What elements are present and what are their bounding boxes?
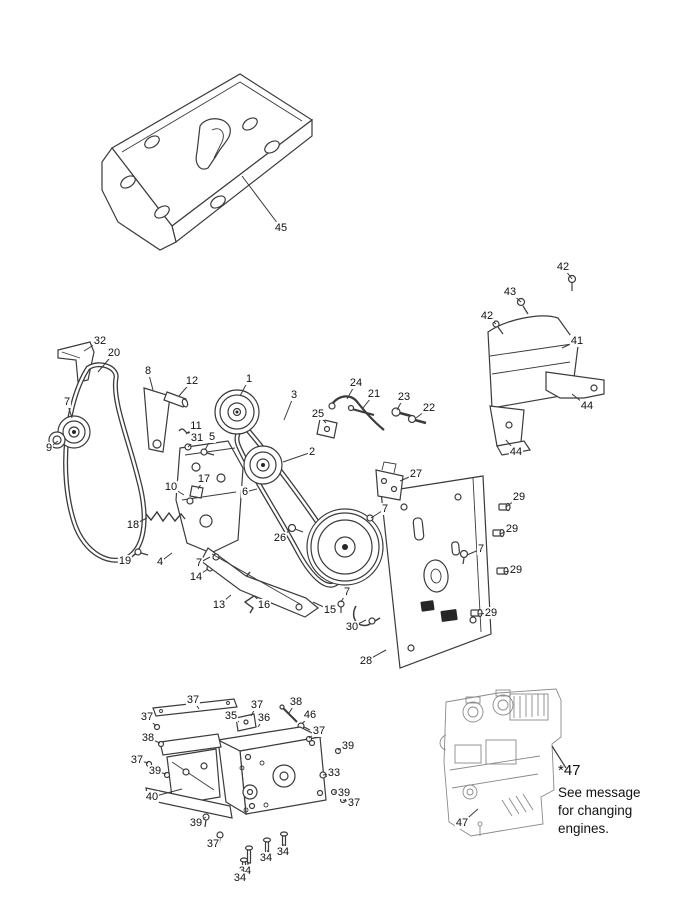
- belt-cover-drawing: [487, 274, 605, 456]
- engine-note-ref: *47: [558, 762, 581, 779]
- engine-note-line: engines.: [558, 821, 610, 837]
- top-plate-drawing: [101, 73, 314, 251]
- engine-drawing: [439, 688, 567, 837]
- frame-assembly-drawing: [145, 698, 347, 876]
- engine-note-line: See message: [558, 785, 641, 800]
- bolts-34-drawing: [239, 831, 289, 876]
- engine-note-line: for changing: [558, 803, 633, 819]
- belt-drive-drawing: [48, 341, 427, 627]
- engine-note: *47 See message for changing engines.: [558, 762, 686, 838]
- side-plate-drawing: [380, 475, 511, 669]
